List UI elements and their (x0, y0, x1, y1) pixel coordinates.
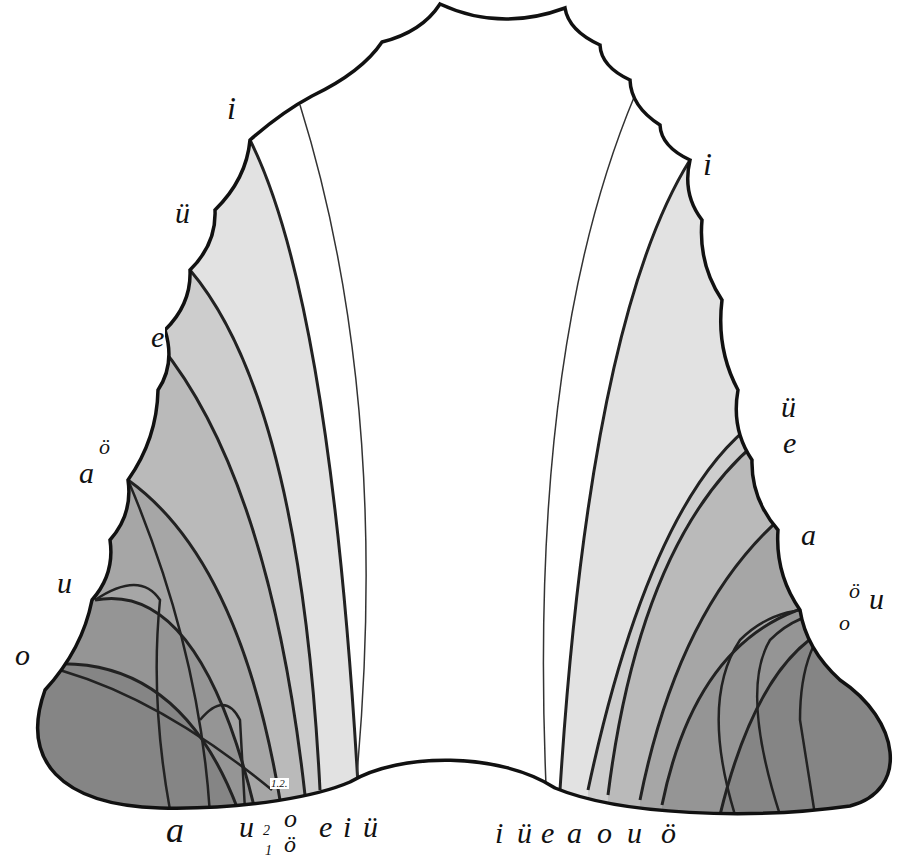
vowel-label: e (318, 812, 333, 842)
vowel-label: e (150, 322, 165, 352)
contact-line (757, 612, 842, 815)
contact-line (250, 140, 358, 785)
vowel-label: i (342, 812, 352, 842)
contact-line (800, 612, 842, 815)
contact-line (200, 705, 245, 810)
vowel-label: ö (98, 436, 111, 458)
contact-line (640, 510, 790, 800)
vowel-label: ö (660, 818, 677, 848)
contact-line (588, 422, 755, 790)
vowel-label: o (596, 818, 613, 848)
vowel-label: 1.2. (270, 778, 289, 789)
vowel-label: ö (283, 832, 297, 856)
vowel-label: o (14, 640, 31, 670)
vowel-label: i (226, 92, 237, 124)
contact-line (543, 95, 635, 785)
vowel-label: i (494, 818, 504, 848)
vowel-label: ü (516, 818, 533, 848)
vowel-label: i (702, 148, 713, 180)
vowel-label: ü (780, 392, 797, 422)
contact-bands (0, 95, 910, 863)
vowel-label: u (238, 812, 255, 842)
contact-line (95, 598, 255, 810)
contact-line (300, 105, 366, 785)
contact-band (560, 160, 910, 863)
vowel-label: ü (174, 198, 191, 228)
contact-line (40, 664, 240, 815)
vowel-label: u (868, 584, 885, 614)
contact-band (662, 600, 910, 863)
vowel-label: u (56, 568, 73, 598)
vowel-label: o (838, 612, 851, 634)
vowel-label: a (165, 812, 185, 848)
contact-band (0, 270, 320, 863)
vowel-label: ö (848, 580, 861, 602)
vowel-label: ü (362, 812, 379, 842)
contact-band (720, 622, 910, 863)
contact-band (640, 510, 910, 863)
vowel-label: e (782, 428, 797, 458)
vowel-label: a (566, 818, 583, 848)
vowel-label: a (800, 520, 817, 550)
contact-line (40, 665, 272, 790)
vowel-label: 2 (262, 824, 271, 838)
contact-line (719, 609, 842, 815)
vowel-label: e (540, 818, 555, 848)
vowel-label: o (283, 806, 298, 832)
contact-band (588, 422, 910, 863)
contact-line (720, 622, 842, 815)
contact-line (160, 345, 305, 795)
contact-line (128, 480, 210, 815)
vowel-label: u (626, 818, 643, 848)
contact-line (608, 442, 757, 795)
contact-band (0, 140, 358, 863)
palate-outline (38, 4, 891, 814)
vowel-label: a (78, 458, 95, 488)
vowel-label: 1 (264, 844, 273, 858)
